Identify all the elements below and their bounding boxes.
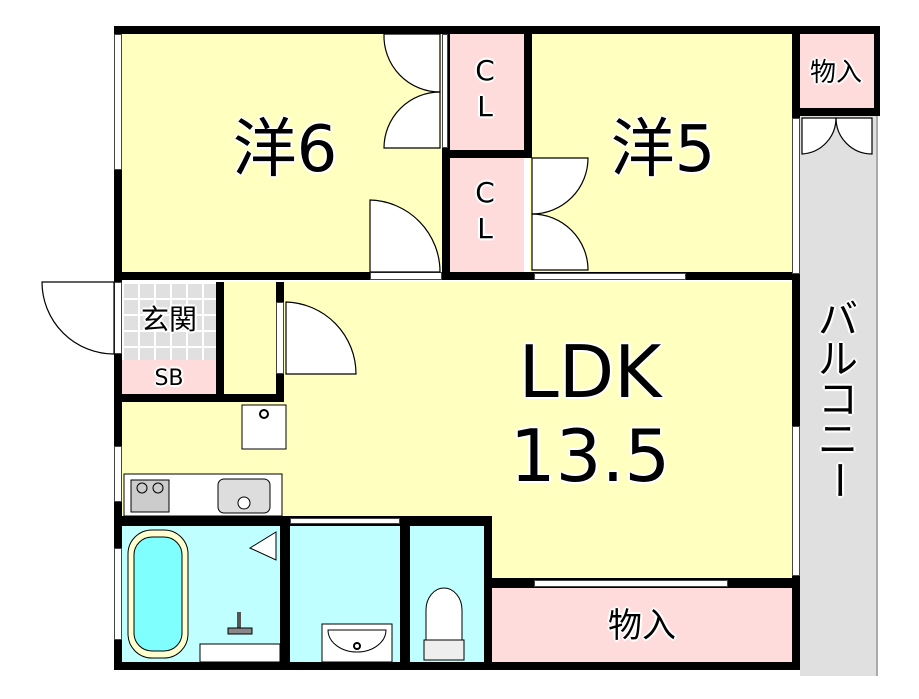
wall [400,516,410,670]
sliding-door-storage [534,580,728,587]
wall [280,516,290,670]
storage-bottom-label: 物入 [608,606,676,646]
window-kitchen [114,446,122,502]
balcony-char: ニ [818,417,858,463]
closet-upper [448,32,524,152]
wall [484,516,492,670]
window-bath [114,548,122,640]
balcony-label: バ ル コ ニ ー [812,300,864,500]
wall [114,26,880,34]
balcony-char: コ [818,377,858,423]
ldk-label: LDK [518,330,662,414]
closet-upper-label-c: C [475,54,495,87]
ldk-lower [490,518,792,580]
closet-lower [448,158,524,278]
closet-lower-label-c: C [475,176,495,209]
wall [114,272,800,280]
wall [874,26,880,116]
sliding-door-western5 [534,273,686,280]
balcony [800,116,878,676]
hallway [224,282,276,396]
western-6-label: 洋6 [232,113,338,187]
sliding-door-washroom [290,518,400,524]
door-frame-closet [442,34,448,148]
wall [792,26,800,670]
storage-bottom [492,588,792,664]
ldk-size-label: 13.5 [509,414,671,498]
wall [524,26,532,156]
window-western5-balcony [792,118,800,274]
entrance [122,282,216,360]
balcony-char: ー [815,460,861,500]
western-5-label: 洋5 [610,113,716,187]
window-west-6 [114,34,122,170]
storage-top-label: 物入 [809,58,862,88]
shoe-box [122,360,216,396]
wall [216,282,224,396]
closet-upper-label-l: L [477,90,493,123]
wall [442,150,532,158]
window-ldk-balcony [792,426,800,576]
wall [114,394,284,402]
closet-lower-label-l: L [477,212,493,245]
balcony-char: バ [818,297,858,343]
storage-top-right [798,32,874,114]
wall [794,108,880,116]
door-frame-hall [276,302,284,374]
shoe-box-label: SB [154,366,184,391]
wall [114,662,800,670]
entrance-label: 玄関 [140,303,197,336]
balcony-char: ル [818,337,858,383]
